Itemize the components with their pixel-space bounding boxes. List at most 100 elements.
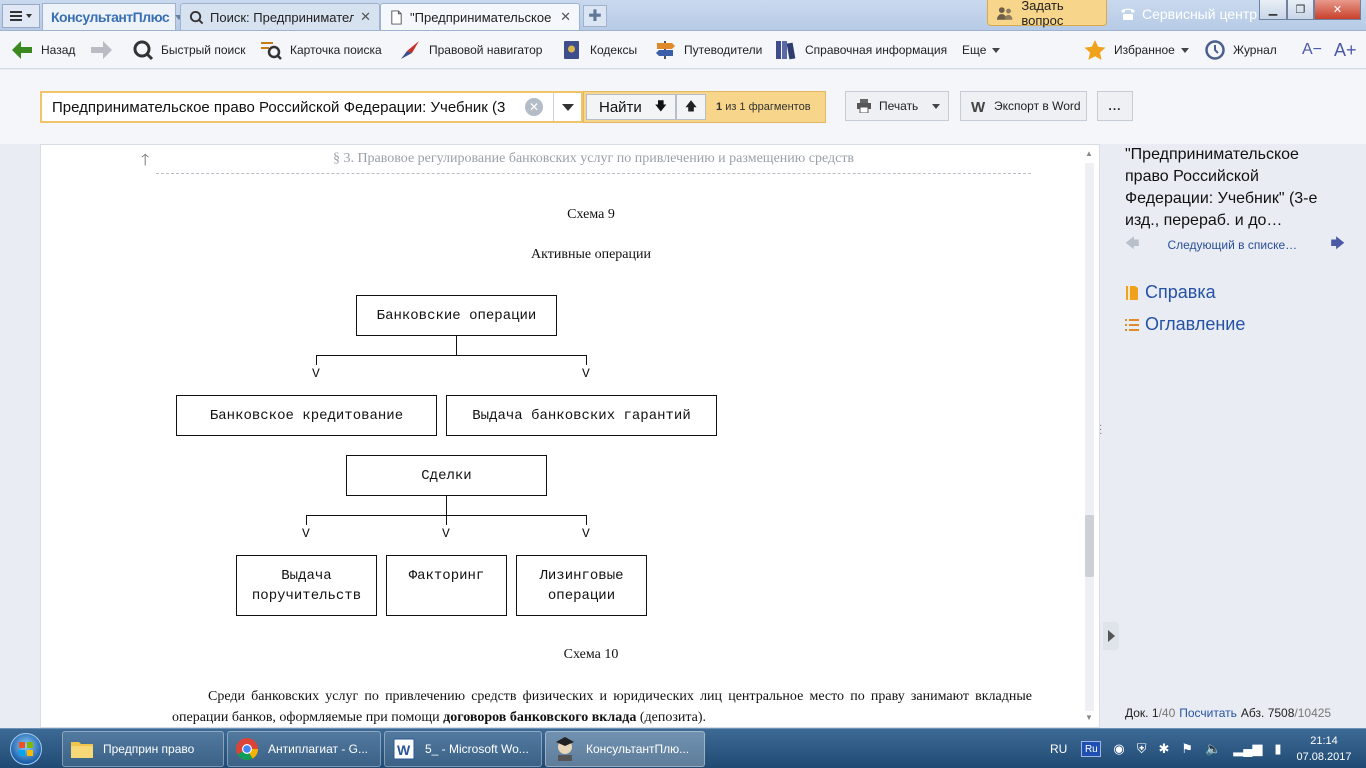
chevron-down-icon	[26, 14, 32, 18]
keyboard-layout-badge[interactable]: Ru	[1081, 741, 1102, 757]
arrow-mark: V	[442, 526, 450, 541]
help-circle-icon[interactable]: ◉	[1113, 741, 1125, 756]
brand-tab[interactable]: КонсультантПлюс	[42, 3, 184, 30]
document-search-input[interactable]: Предпринимательское право Российской Фед…	[52, 98, 506, 116]
settings-icon[interactable]: ✱	[1158, 741, 1170, 756]
chevron-down-icon[interactable]	[932, 103, 940, 109]
export-word-button[interactable]: W Экспорт в Word	[960, 91, 1087, 121]
font-increase-button[interactable]: A+	[1334, 37, 1357, 63]
tab-search[interactable]: Поиск: Предпринимательское ✕	[180, 3, 380, 30]
scroll-down-icon[interactable]: ▼	[1085, 713, 1093, 722]
legal-navigator-button[interactable]: Правовой навигатор	[398, 37, 542, 63]
flag-icon[interactable]: ⚑	[1181, 741, 1194, 756]
close-icon[interactable]: ✕	[360, 9, 371, 24]
service-center-label: Сервисный центр	[1142, 6, 1258, 22]
document-view[interactable]: 🡑 § 3. Правовое регулирование банковских…	[40, 144, 1100, 728]
font-decrease-label: A−	[1302, 41, 1323, 58]
fragments-text: из 1 фрагментов	[725, 101, 811, 113]
splitter-grip-icon[interactable]: ···	[1099, 420, 1103, 439]
chevron-down-icon	[1180, 47, 1189, 53]
next-in-list-link[interactable]: Следующий в списке…	[1167, 238, 1298, 252]
tab-document[interactable]: "Предпринимательское право Российской ✕	[380, 3, 580, 30]
arrow-mark: V	[582, 526, 590, 541]
chrome-icon	[236, 738, 258, 760]
main-menu-button[interactable]	[2, 4, 40, 28]
clock-date: 07.08.2017	[1296, 751, 1352, 763]
hamburger-icon	[10, 11, 22, 21]
section-heading[interactable]: § 3. Правовое регулирование банковских у…	[332, 151, 855, 166]
start-button[interactable]	[4, 731, 48, 767]
taskbar-item-word[interactable]: W 5_ - Microsoft Wo...	[384, 731, 542, 767]
close-window-button[interactable]: ✕	[1314, 0, 1361, 20]
brand-label: КонсультантПлюс	[51, 9, 170, 25]
search-history-dropdown[interactable]	[553, 93, 581, 121]
reference-info-button[interactable]: Справочная информация	[774, 37, 947, 63]
more-label: Еще	[962, 43, 987, 57]
new-tab-button[interactable]: ✚	[583, 5, 607, 27]
arrow-up-icon[interactable]: 🡑	[141, 152, 150, 169]
arrow-mark: V	[312, 366, 320, 381]
quick-search-button[interactable]: Быстрый поиск	[132, 37, 245, 63]
favorites-button[interactable]: Избранное	[1083, 37, 1189, 63]
export-word-label: Экспорт в Word	[994, 99, 1081, 113]
taskbar-item-chrome[interactable]: Антиплагиат - G...	[227, 731, 381, 767]
service-center-button[interactable]: Сервисный центр	[1120, 2, 1257, 26]
word-icon: W	[393, 738, 415, 760]
box-suretyships-line1: Выдача	[281, 567, 332, 584]
maximize-button[interactable]: ❐	[1287, 0, 1314, 20]
close-icon[interactable]: ✕	[560, 9, 571, 24]
paragraph-text: Среди банковских услуг по привлечению ср…	[172, 689, 1032, 725]
arrow-left-icon[interactable]: 🡄	[1125, 235, 1140, 251]
back-button[interactable]: Назад	[10, 37, 75, 63]
connector-line	[316, 355, 317, 365]
signal-icon[interactable]: ▂▄▆	[1233, 741, 1263, 756]
count-link[interactable]: Посчитать	[1179, 706, 1237, 720]
search-card-button[interactable]: Карточка поиска	[259, 37, 382, 63]
scroll-thumb[interactable]	[1085, 515, 1094, 577]
scroll-up-icon[interactable]: ▲	[1085, 149, 1093, 158]
paragraph-link-deposit-contract[interactable]: договоров банковского вклада	[443, 710, 637, 725]
guides-button[interactable]: Путеводители	[653, 37, 762, 63]
taskbar-item-label: Предприн право	[103, 742, 195, 756]
language-indicator[interactable]: RU	[1050, 742, 1068, 756]
arrow-right-icon[interactable]: 🡆	[1330, 235, 1345, 251]
volume-icon[interactable]: 🔈	[1205, 741, 1222, 756]
find-previous-button[interactable]: 🡅	[676, 94, 706, 120]
print-button[interactable]: Печать	[845, 91, 949, 121]
doc-number: 1	[1151, 706, 1159, 720]
document-title: "Предпринимательское право Российской Фе…	[1125, 146, 1318, 229]
taskbar-item-folder[interactable]: Предприн право	[62, 731, 224, 767]
contents-link[interactable]: Оглавление	[1125, 314, 1245, 335]
para-label: Абз.	[1240, 706, 1265, 720]
codes-button[interactable]: Кодексы	[561, 37, 637, 63]
chevron-down-icon	[561, 103, 574, 111]
scheme-subtitle: Активные операции	[531, 247, 651, 262]
collapse-panel-button[interactable]	[1103, 622, 1119, 650]
document-scrollbar[interactable]: ▲ ▼	[1083, 149, 1096, 723]
taskbar-item-consultant[interactable]: КонсультантПлю...	[545, 731, 705, 767]
scroll-track[interactable]	[1085, 163, 1094, 711]
more-menu-button[interactable]: Еще	[962, 37, 1001, 63]
font-decrease-button[interactable]: A−	[1302, 37, 1322, 63]
svg-text:W: W	[397, 742, 411, 758]
connector-line	[446, 496, 447, 515]
paragraph[interactable]: Среди банковских услуг по привлечению ср…	[172, 686, 1032, 727]
section-divider	[156, 173, 1031, 174]
arrow-up-icon: 🡅	[684, 98, 698, 113]
minimize-button[interactable]: ▁	[1259, 0, 1287, 20]
print-label: Печать	[879, 99, 919, 113]
ask-question-button[interactable]: Задать вопрос	[987, 0, 1107, 28]
connector-line	[446, 515, 447, 525]
forward-button[interactable]	[88, 37, 121, 63]
help-link[interactable]: Справка	[1125, 282, 1216, 303]
battery-icon[interactable]: ▮	[1274, 741, 1282, 756]
more-actions-button[interactable]: ...	[1097, 91, 1133, 121]
clock-time: 21:14	[1310, 735, 1338, 747]
journal-button[interactable]: Журнал	[1204, 37, 1277, 63]
clock[interactable]: 21:14 07.08.2017	[1296, 733, 1352, 765]
quick-search-label: Быстрый поиск	[161, 43, 246, 57]
find-next-button[interactable]: Найти 🡇	[586, 94, 676, 120]
shield-icon[interactable]: ⛨	[1136, 741, 1147, 756]
clear-icon[interactable]: ✕	[525, 98, 543, 116]
document-search-field[interactable]: Предпринимательское право Российской Фед…	[40, 91, 583, 123]
